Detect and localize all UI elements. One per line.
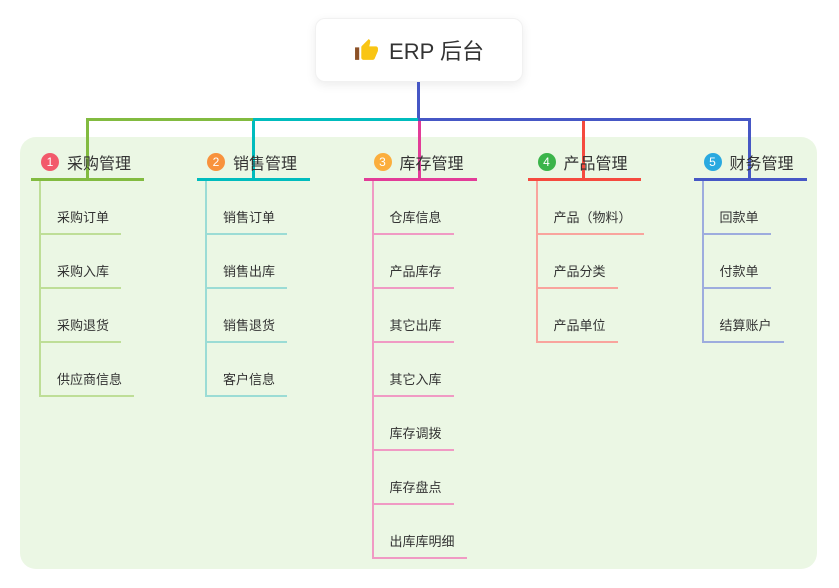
- connector-bus-mid: [253, 118, 418, 121]
- branch-label: 库存管理: [399, 156, 464, 173]
- connector-root-drop: [416, 82, 420, 121]
- branch-children: 仓库信息产品库存其它出库其它入库库存调拨库存盘点出库库明细: [371, 181, 467, 559]
- connector-branch-drop: [582, 121, 585, 178]
- connector-branch-drop: [85, 121, 89, 178]
- connector-bus-right: [418, 118, 751, 121]
- child-node[interactable]: 产品库存: [373, 235, 454, 289]
- child-node[interactable]: 采购订单: [41, 181, 122, 235]
- branch-column: 4 产品管理产品（物料）产品分类产品单位: [527, 146, 644, 343]
- root-label: ERP 后台: [389, 39, 484, 64]
- branch-column: 2 销售管理销售订单销售出库销售退货客户信息: [197, 146, 310, 397]
- branch-label: 采购管理: [67, 156, 132, 173]
- connector-branch-drop: [418, 121, 421, 178]
- child-node[interactable]: 产品分类: [537, 235, 618, 289]
- child-node[interactable]: 供应商信息: [41, 343, 135, 397]
- branch-label: 财务管理: [729, 156, 794, 173]
- child-node[interactable]: 采购退货: [41, 289, 122, 343]
- connector-bus-left: [85, 118, 253, 121]
- branch-title[interactable]: 1 采购管理: [31, 146, 144, 178]
- branch-title[interactable]: 5 财务管理: [694, 146, 807, 178]
- branch-underline: [197, 178, 310, 181]
- thumbs-up-icon: [355, 38, 378, 60]
- connector-branch-drop: [748, 121, 751, 178]
- branch-number-badge: 2: [207, 153, 225, 171]
- child-node[interactable]: 回款单: [703, 181, 771, 235]
- child-node[interactable]: 其它出库: [373, 289, 454, 343]
- child-node[interactable]: 产品单位: [537, 289, 618, 343]
- child-node[interactable]: 付款单: [703, 235, 771, 289]
- root-node[interactable]: ERP 后台: [315, 18, 523, 82]
- connector-branch-drop: [251, 121, 255, 178]
- branch-number-badge: 4: [537, 153, 556, 171]
- child-node[interactable]: 出库库明细: [373, 505, 467, 559]
- branch-column: 3 库存管理仓库信息产品库存其它出库其它入库库存调拨库存盘点出库库明细: [363, 146, 477, 559]
- branch-children: 采购订单采购入库采购退货供应商信息: [39, 181, 135, 397]
- branch-children: 回款单付款单结算账户: [701, 181, 784, 343]
- child-node[interactable]: 客户信息: [207, 343, 288, 397]
- branch-underline: [527, 178, 641, 181]
- branch-label: 销售管理: [233, 156, 298, 173]
- branch-underline: [31, 178, 144, 181]
- branch-title[interactable]: 4 产品管理: [528, 146, 641, 178]
- branch-underline: [693, 178, 807, 181]
- child-node[interactable]: 产品（物料）: [537, 181, 644, 235]
- child-node[interactable]: 销售出库: [207, 235, 288, 289]
- branch-number-badge: 1: [41, 153, 59, 171]
- branch-underline: [363, 178, 477, 181]
- child-node[interactable]: 采购入库: [41, 235, 122, 289]
- branch-children: 产品（物料）产品分类产品单位: [535, 181, 644, 343]
- child-node[interactable]: 其它入库: [373, 343, 454, 397]
- child-node[interactable]: 库存调拨: [373, 397, 454, 451]
- child-node[interactable]: 仓库信息: [373, 181, 454, 235]
- branch-number-badge: 5: [703, 153, 722, 171]
- branch-children: 销售订单销售出库销售退货客户信息: [205, 181, 288, 397]
- child-node[interactable]: 结算账户: [703, 289, 784, 343]
- child-node[interactable]: 库存盘点: [373, 451, 454, 505]
- branch-label: 产品管理: [563, 156, 628, 173]
- branch-column: 1 采购管理采购订单采购入库采购退货供应商信息: [31, 146, 144, 397]
- branch-title[interactable]: 3 库存管理: [364, 146, 477, 178]
- content-panel: [20, 137, 817, 569]
- child-node[interactable]: 销售订单: [207, 181, 288, 235]
- branch-column: 5 财务管理回款单付款单结算账户: [693, 146, 807, 343]
- child-node[interactable]: 销售退货: [207, 289, 288, 343]
- branch-number-badge: 3: [373, 153, 392, 171]
- branch-title[interactable]: 2 销售管理: [197, 146, 310, 178]
